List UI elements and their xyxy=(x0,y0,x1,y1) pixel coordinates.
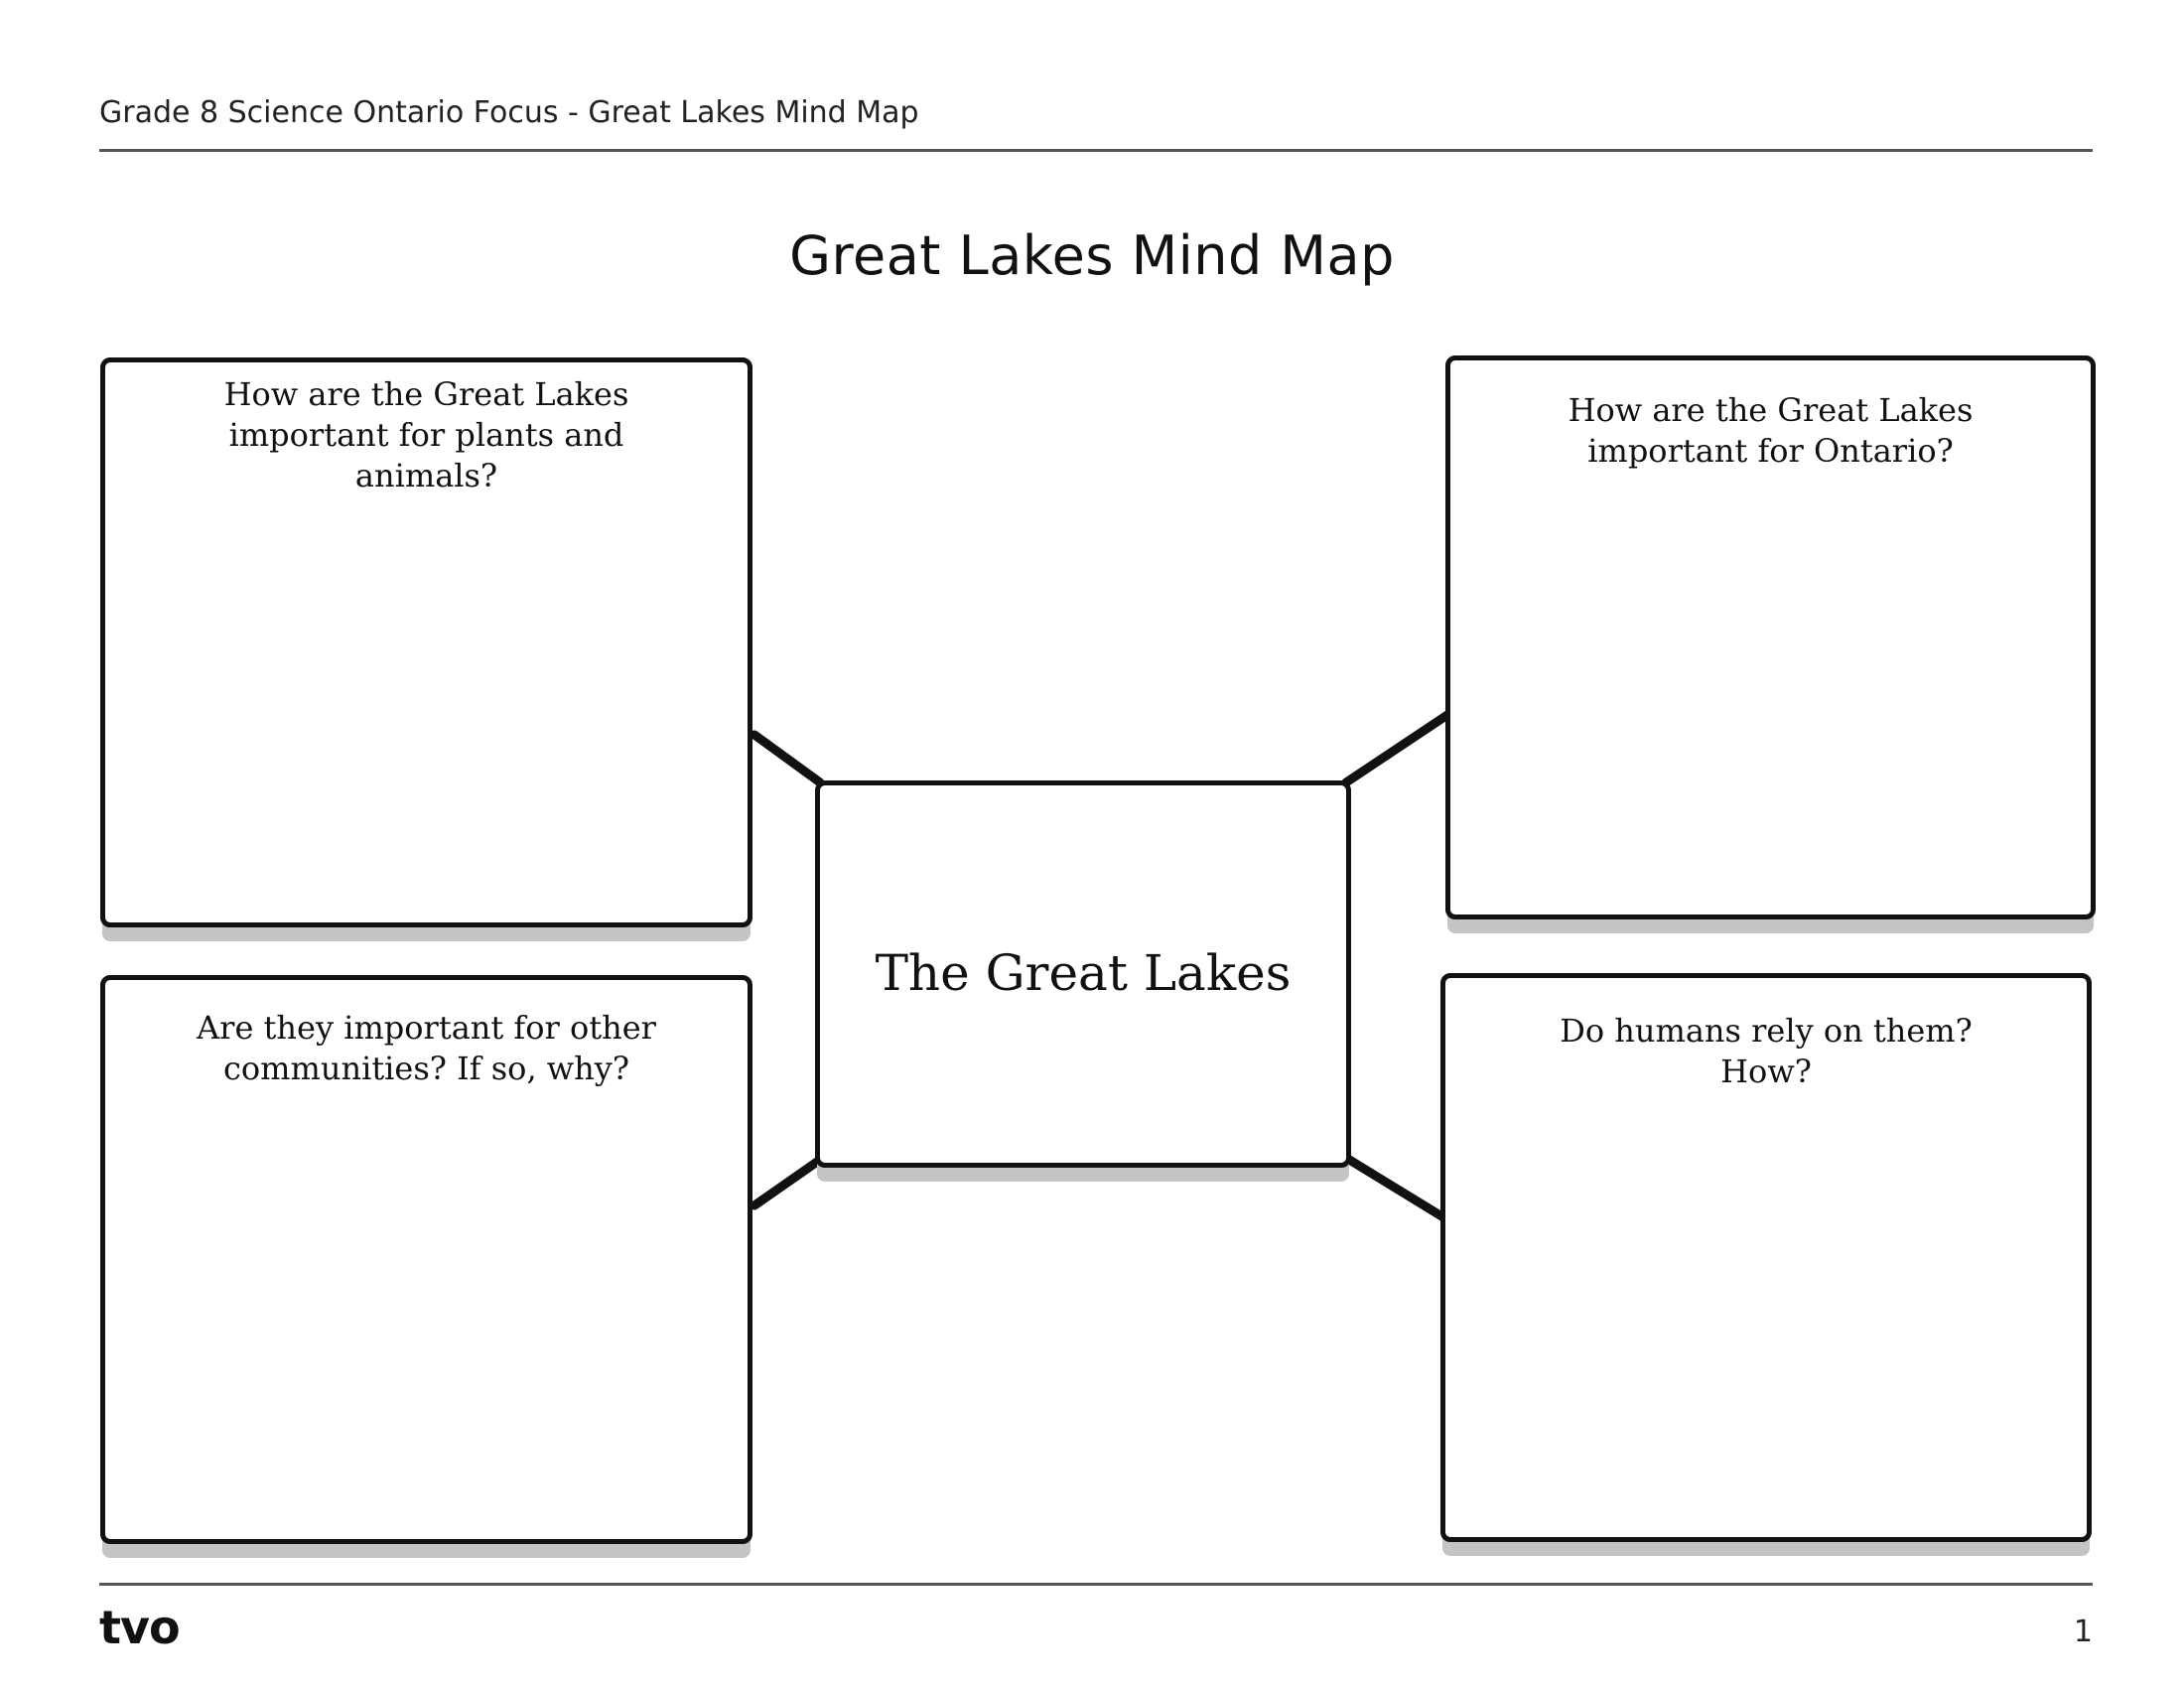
other-communities-box[interactable]: Are they important for other communities… xyxy=(100,975,752,1544)
page-title: Great Lakes Mind Map xyxy=(789,224,1395,287)
connector-bottom-right xyxy=(1341,1153,1448,1222)
ontario-prompt: How are the Great Lakes important for On… xyxy=(1568,391,1974,470)
page-header: Grade 8 Science Ontario Focus - Great La… xyxy=(99,95,919,130)
connector-top-right xyxy=(1341,710,1452,787)
connector-bottom-left xyxy=(750,1155,825,1210)
center-topic-box: The Great Lakes xyxy=(815,780,1351,1168)
center-topic-label: The Great Lakes xyxy=(875,944,1292,1002)
ontario-box[interactable]: How are the Great Lakes important for On… xyxy=(1445,355,2096,919)
plants-animals-box[interactable]: How are the Great Lakes important for pl… xyxy=(100,357,752,927)
plants-animals-prompt: How are the Great Lakes important for pl… xyxy=(223,375,629,494)
header-divider xyxy=(99,149,2093,152)
page-number: 1 xyxy=(2073,1615,2093,1649)
connector-top-left xyxy=(750,730,825,787)
footer-divider xyxy=(99,1583,2093,1586)
other-communities-prompt: Are they important for other communities… xyxy=(197,1009,656,1087)
humans-rely-prompt: Do humans rely on them? How? xyxy=(1560,1012,1973,1090)
humans-rely-box[interactable]: Do humans rely on them? How? xyxy=(1440,973,2092,1542)
tvo-logo: tvo xyxy=(99,1601,181,1654)
